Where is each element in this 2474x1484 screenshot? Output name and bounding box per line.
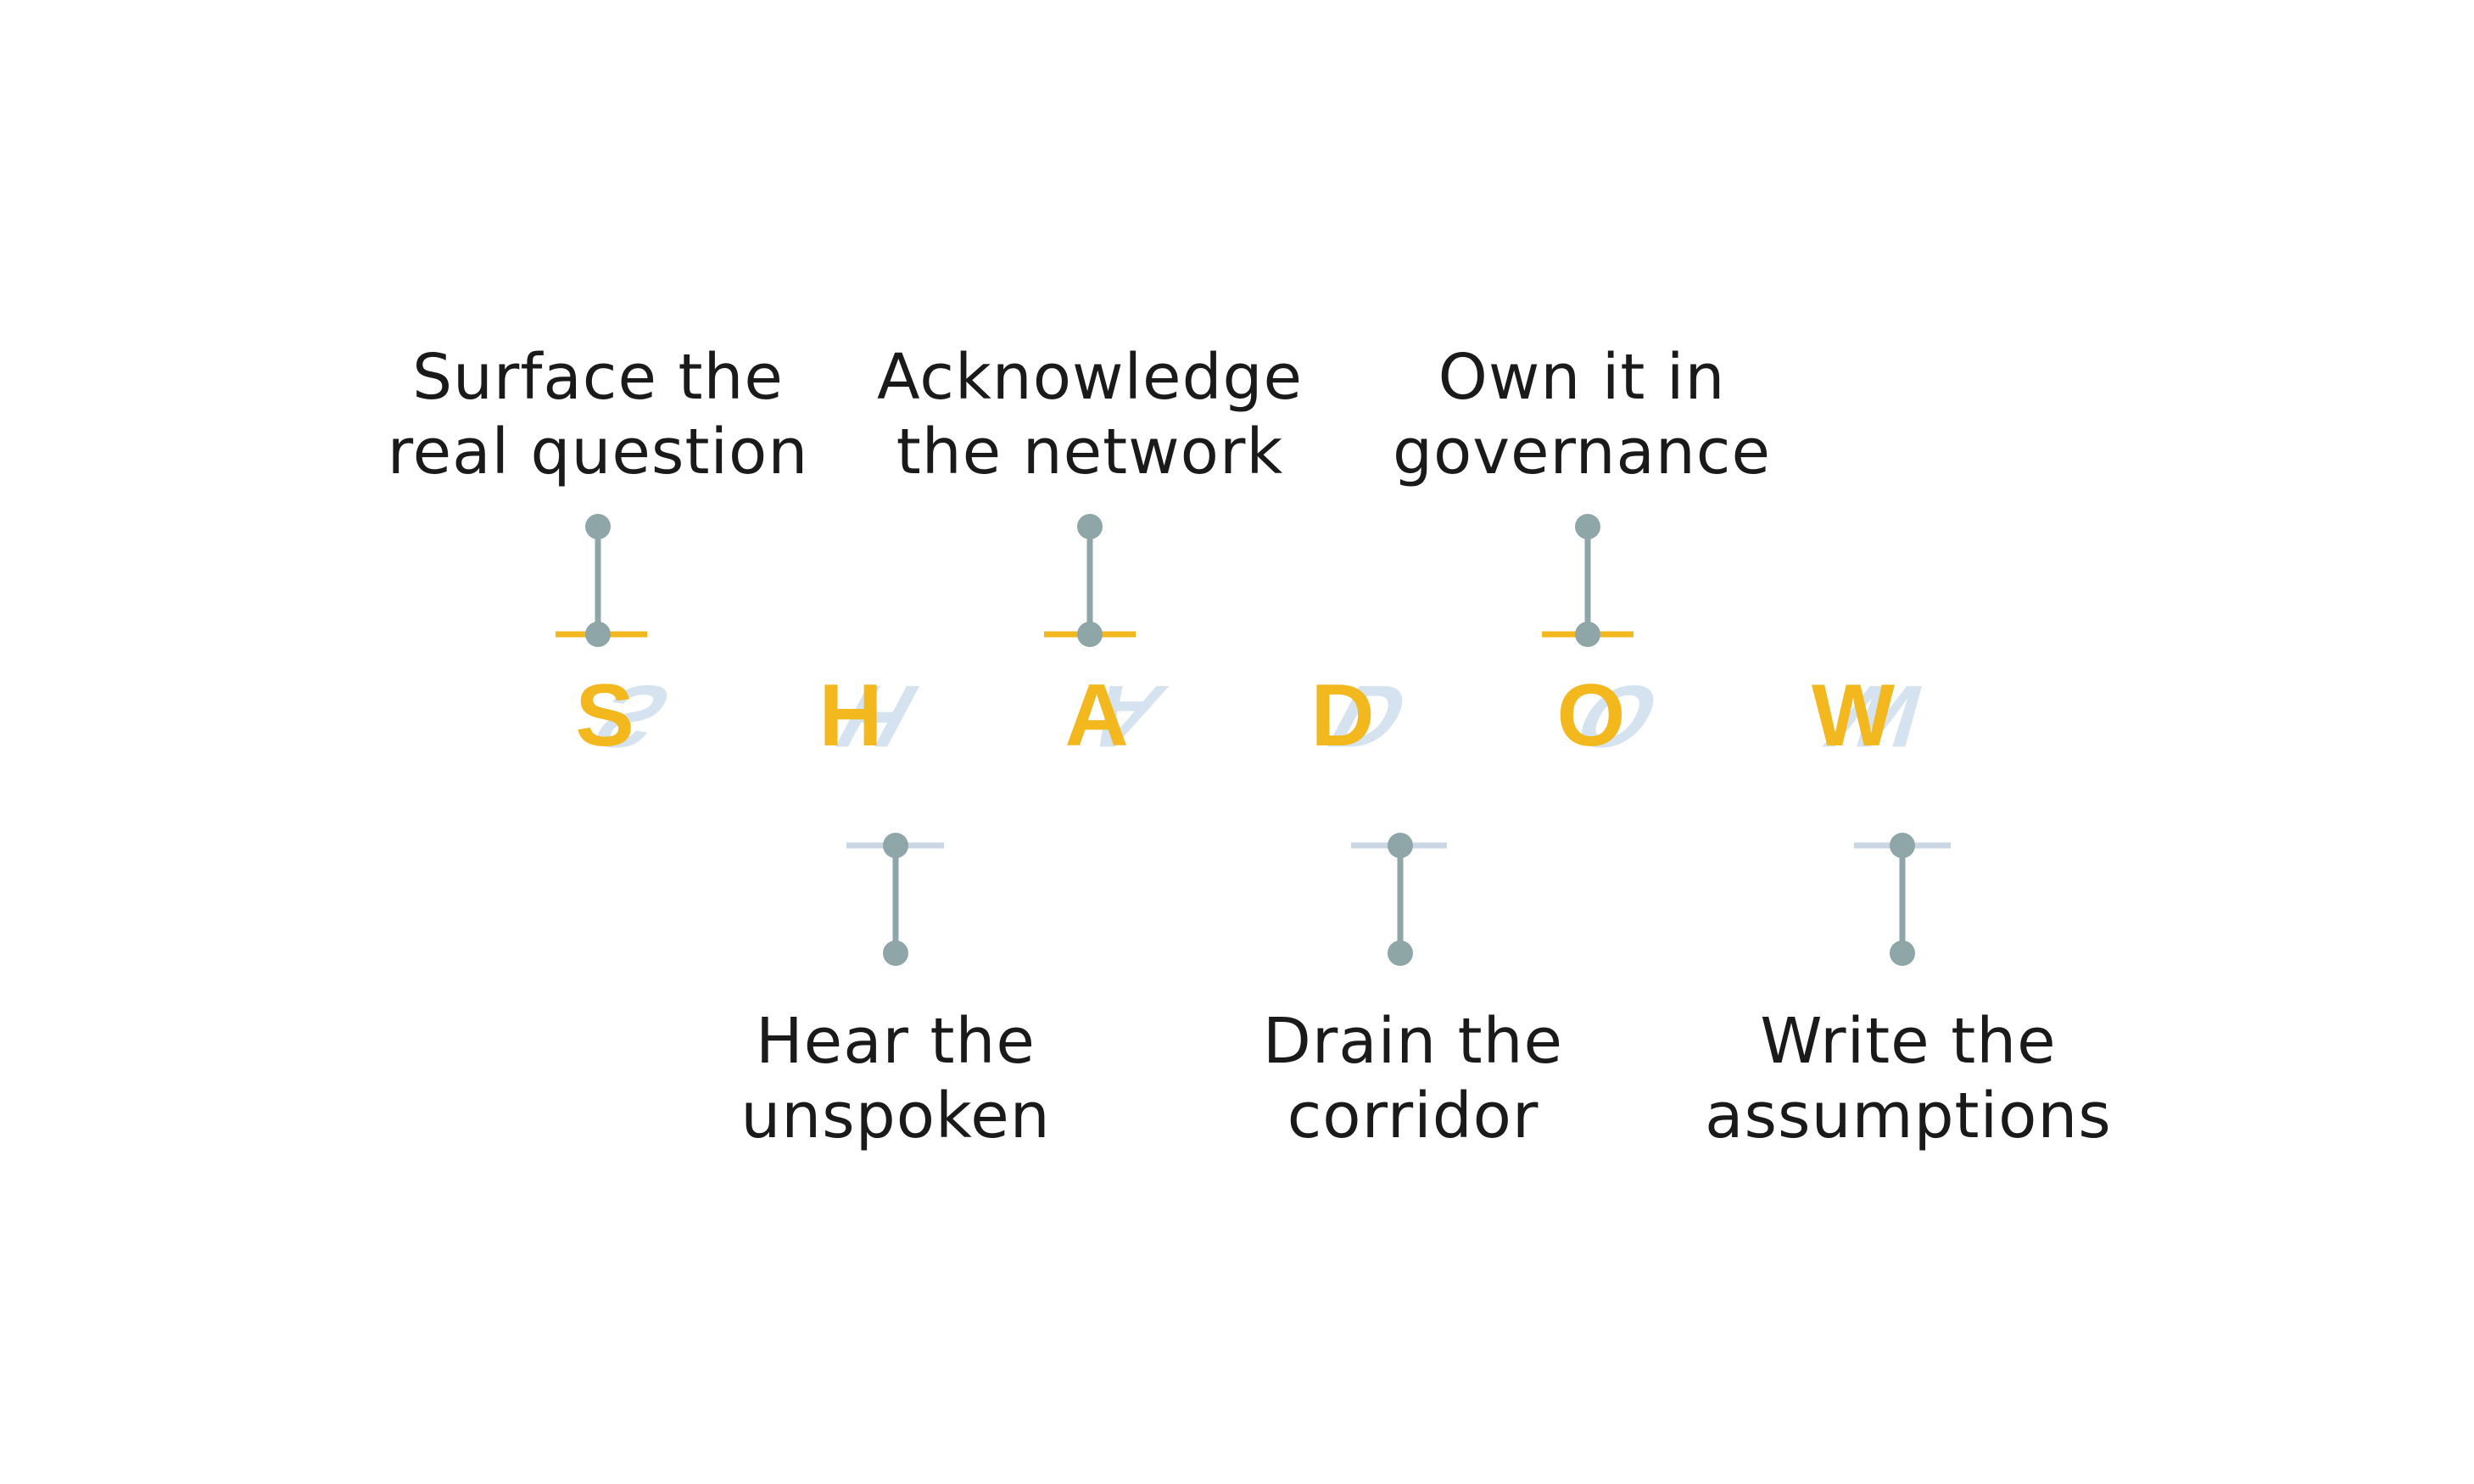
label-hear-line1: Hear the [756,1005,1036,1078]
letter-h: H [818,667,883,765]
letter-w: W [1811,667,1896,765]
letter-a: A [1064,667,1129,765]
label-write-line1: Write the [1760,1005,2057,1078]
letter-s: S [575,667,634,765]
label-write: Write the assumptions [1645,1004,2171,1153]
dot-bottom-a [1077,622,1103,647]
label-own-line1: Own it in [1438,341,1726,414]
label-surface-line2: real question [387,416,809,488]
label-acknowledge: Acknowledge the network [827,340,1353,489]
dot-bottom-o [1575,622,1600,647]
dot-bottom-s [585,622,611,647]
label-drain: Drain the corridor [1150,1004,1676,1153]
label-hear-line2: unspoken [740,1080,1051,1152]
dot-top-h [883,833,908,858]
letter-o: O [1556,667,1626,765]
label-own-line2: governance [1392,416,1772,488]
label-write-line2: assumptions [1705,1080,2112,1152]
dot-bottom-d [1388,940,1413,966]
dot-bottom-h [883,940,908,966]
label-surface: Surface the real question [335,340,861,489]
dot-top-w [1890,833,1915,858]
label-surface-line1: Surface the [412,341,784,414]
label-acknowledge-line2: the network [896,416,1284,488]
dot-top-o [1575,514,1600,539]
label-own: Own it in governance [1319,340,1845,489]
label-drain-line2: corridor [1287,1080,1539,1152]
dot-top-a [1077,514,1103,539]
label-acknowledge-line1: Acknowledge [876,341,1304,414]
dot-top-s [585,514,611,539]
label-drain-line1: Drain the [1262,1005,1564,1078]
dot-top-d [1388,833,1413,858]
dot-bottom-w [1890,940,1915,966]
label-hear: Hear the unspoken [633,1004,1159,1153]
letter-d: D [1310,667,1375,765]
